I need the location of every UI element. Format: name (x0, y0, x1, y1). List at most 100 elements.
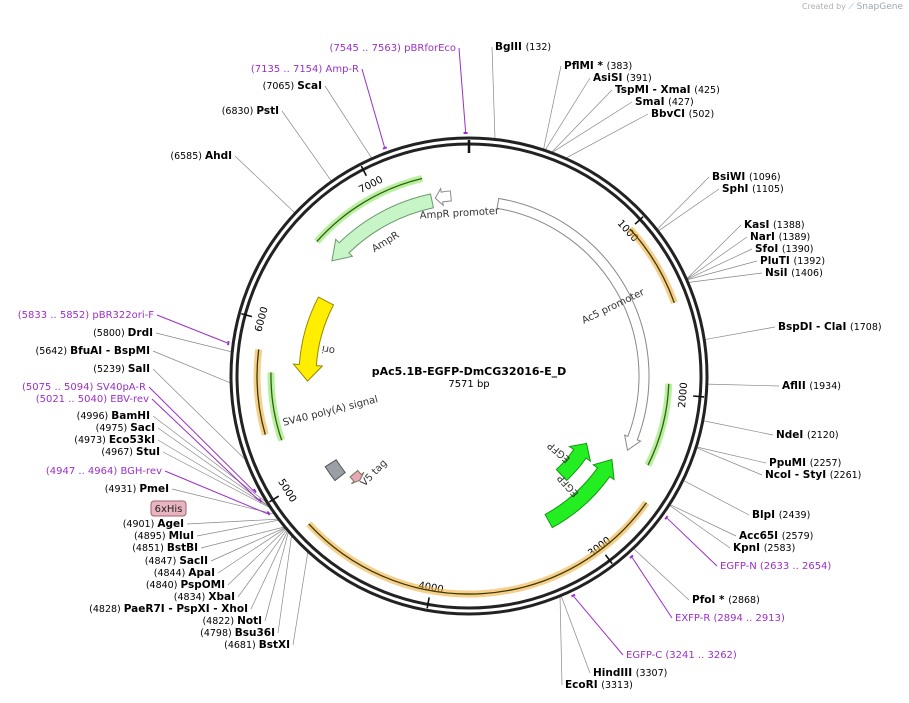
site-leader-20 (668, 504, 731, 549)
site-label-30[interactable]: (4844) ApaI (154, 567, 215, 579)
site-label-12[interactable]: NsiI (1406) (765, 267, 823, 279)
sv40-polya-box[interactable] (324, 459, 346, 482)
site-label-38[interactable]: (4975) SacI (96, 422, 155, 434)
site-position: (1096) (749, 172, 781, 183)
site-label-14[interactable]: AflII (1934) (782, 380, 841, 392)
site-label-25[interactable]: (4798) Bsu36I (200, 627, 275, 639)
site-label-23[interactable]: EcoRI (3313) (565, 679, 633, 691)
site-position: (1934) (809, 381, 841, 392)
site-label-18[interactable]: BlpI (2439) (752, 509, 810, 521)
site-label-5[interactable]: BbvCI (502) (651, 108, 714, 120)
site-label-1[interactable]: PflMI * (383) (564, 60, 632, 72)
site-position: (1708) (850, 322, 882, 333)
site-name: NsiI (765, 267, 791, 279)
plasmid-length: 7571 bp (448, 379, 489, 390)
site-label-4[interactable]: SmaI (427) (635, 96, 694, 108)
site-leader-6 (656, 176, 710, 231)
orf-arc-3[interactable] (253, 348, 269, 436)
site-label-15[interactable]: NdeI (2120) (776, 429, 839, 441)
site-label-29[interactable]: (4840) PspOMI (146, 579, 225, 591)
primer-mark-2 (226, 340, 230, 346)
site-label-27[interactable]: (4828) PaeR7I - PspXI - XhoI (89, 603, 248, 615)
site-name: PstI (256, 105, 279, 117)
site-label-0[interactable]: BglII (132) (495, 41, 551, 53)
site-position: (2868) (728, 595, 760, 606)
site-label-11[interactable]: PluTI (1392) (760, 255, 825, 267)
site-position: (6585) (170, 151, 205, 162)
features-layer (253, 175, 678, 598)
site-name: KpnI (733, 542, 764, 554)
site-label-33[interactable]: (4895) MluI (134, 530, 194, 542)
his-tag[interactable]: 6xHis (150, 500, 187, 517)
site-label-35[interactable]: (4931) PmeI (105, 483, 169, 495)
site-leader-39 (152, 415, 269, 504)
site-label-8[interactable]: KasI (1388) (744, 219, 805, 231)
egfp-arrow-outer[interactable] (544, 458, 615, 529)
site-label-13[interactable]: BspDI - ClaI (1708) (778, 321, 882, 333)
snapgene-credit: Created by ⟋ SnapGene (802, 2, 903, 12)
site-leader-2 (544, 77, 591, 151)
primer-label-2[interactable]: (5833 .. 5852) pBR322ori-F (18, 310, 154, 321)
site-label-3[interactable]: TspMI - XmaI (425) (615, 84, 720, 96)
primer-label-8[interactable]: EGFP-C (3241 .. 3262) (626, 650, 737, 661)
site-label-21[interactable]: PfoI * (2868) (692, 594, 760, 606)
ampr-arrow[interactable] (331, 193, 435, 262)
site-label-28[interactable]: (4834) XbaI (174, 591, 235, 603)
site-label-16[interactable]: PpuMI (2257) (769, 457, 841, 469)
site-position: (3313) (601, 680, 633, 691)
site-label-20[interactable]: KpnI (2583) (733, 542, 795, 554)
site-label-9[interactable]: NarI (1389) (750, 231, 810, 243)
site-label-36[interactable]: (4967) StuI (101, 446, 160, 458)
site-label-41[interactable]: (5642) BfuAI - BspMI (36, 345, 150, 357)
site-leader-36 (162, 451, 272, 509)
primer-label-0[interactable]: (7545 .. 7563) pBRforEco (330, 43, 456, 54)
site-leader-0 (491, 46, 496, 140)
site-label-24[interactable]: (4681) BstXI (224, 639, 290, 651)
ac5-promoter-arrow[interactable] (496, 197, 650, 452)
site-label-32[interactable]: (4851) BstBI (132, 542, 198, 554)
primer-label-1[interactable]: (7135 .. 7154) Amp-R (251, 64, 359, 75)
site-label-31[interactable]: (4847) SacII (145, 555, 208, 567)
site-position: (1389) (779, 232, 811, 243)
site-label-44[interactable]: (6830) PstI (222, 105, 279, 117)
site-leader-40 (152, 368, 247, 462)
tick-label-6000: 6000 (253, 306, 270, 333)
site-label-10[interactable]: SfoI (1390) (755, 243, 814, 255)
site-leader-24 (292, 551, 309, 646)
site-label-39[interactable]: (4996) BamHI (77, 410, 150, 422)
ampr-promoter-arrow[interactable] (434, 187, 452, 207)
primer-range: (5021 .. 5040) (36, 394, 111, 405)
egfp-arrow-inner[interactable] (555, 442, 592, 482)
primer-label-3[interactable]: (5075 .. 5094) SV40pA-R (22, 382, 146, 393)
site-label-6[interactable]: BsiWI (1096) (712, 171, 781, 183)
primer-mark-1 (382, 146, 388, 150)
primer-label-6[interactable]: EGFP-N (2633 .. 2654) (720, 561, 831, 572)
ori-arrow[interactable] (292, 296, 335, 382)
green-orf-arc-2[interactable] (644, 383, 673, 467)
v5-tag-box[interactable] (349, 469, 365, 485)
site-label-7[interactable]: SphI (1105) (722, 183, 784, 195)
primer-label-5[interactable]: (4947 .. 4964) BGH-rev (46, 466, 162, 477)
site-label-34[interactable]: (4901) AgeI (123, 518, 184, 530)
site-name: StuI (136, 446, 160, 458)
primer-label-4[interactable]: (5021 .. 5040) EBV-rev (36, 394, 149, 405)
site-label-45[interactable]: (7065) ScaI (263, 80, 322, 92)
site-label-2[interactable]: AsiSI (391) (593, 72, 652, 84)
site-label-43[interactable]: (6585) AhdI (170, 150, 232, 162)
primer-leader-7 (631, 557, 673, 619)
site-position: (4681) (224, 640, 259, 651)
site-label-19[interactable]: Acc65I (2579) (739, 530, 813, 542)
site-label-42[interactable]: (5800) DrdI (93, 327, 153, 339)
site-label-37[interactable]: (4973) Eco53kI (74, 434, 155, 446)
site-label-26[interactable]: (4822) NotI (202, 615, 262, 627)
site-label-17[interactable]: NcoI - StyI (2261) (765, 469, 861, 481)
site-label-40[interactable]: (5239) SalI (93, 363, 150, 375)
green-orf-arc-3[interactable] (267, 372, 286, 442)
site-name: EcoRI (565, 679, 601, 691)
site-label-22[interactable]: HindIII (3307) (593, 667, 667, 679)
site-position: (2261) (830, 470, 862, 481)
primer-leader-1 (361, 68, 385, 148)
site-name: PaeR7I - PspXI - XhoI (124, 603, 248, 615)
primer-label-7[interactable]: EXFP-R (2894 .. 2913) (675, 613, 785, 624)
